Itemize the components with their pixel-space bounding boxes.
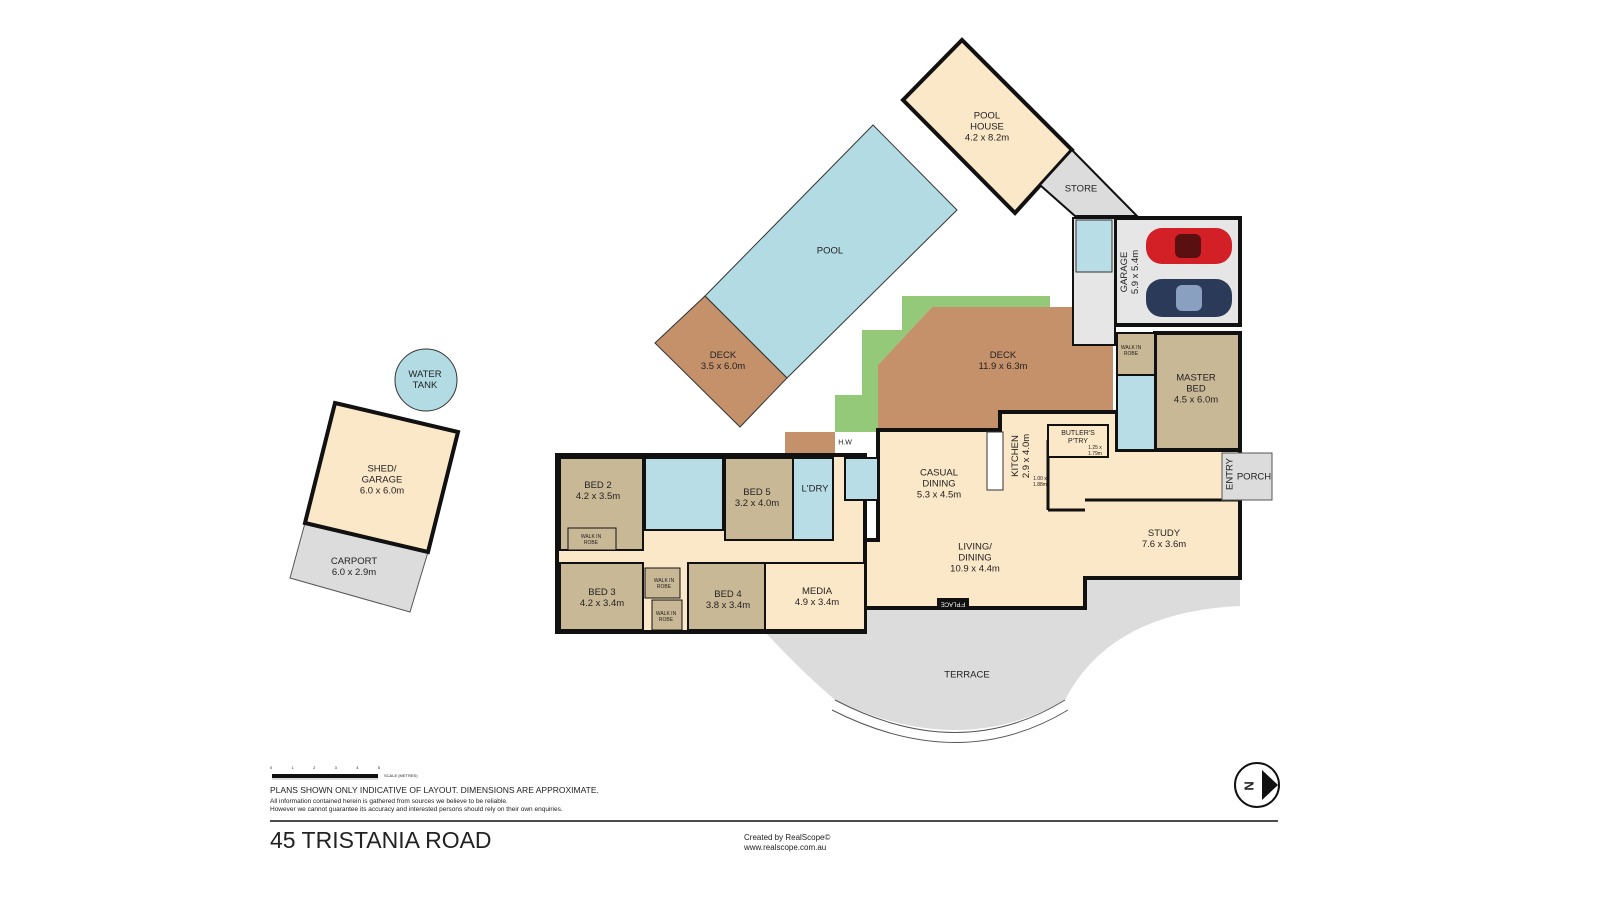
terrace-label: TERRACE [944, 669, 990, 681]
scale-tick: 4 [356, 765, 359, 770]
small-deck-shape [654, 295, 788, 428]
lawn-area [835, 296, 1050, 432]
pantry-size: 1.00 x 1.88m [1033, 476, 1047, 488]
robe-label-3: WALK IN ROBE [655, 611, 677, 623]
scale-tick: 1 [291, 765, 294, 770]
laundry-label: L'DRY [801, 483, 829, 495]
bed5-room [724, 457, 794, 541]
scale-tick: 3 [334, 765, 337, 770]
north-arrow-icon [1234, 762, 1280, 808]
media-room [764, 562, 866, 631]
property-title: 45 TRISTANIA ROAD [270, 827, 492, 853]
disclaimer-line: All information contained herein is gath… [270, 798, 508, 805]
bed4-room [687, 562, 766, 631]
red-car-icon [1146, 228, 1232, 264]
deck-step [785, 432, 835, 454]
disclaimer-line: However we cannot guarantee its accuracy… [270, 806, 563, 813]
blue-car-icon [1146, 279, 1232, 317]
butlers-pantry-room [1047, 424, 1109, 458]
fireplace-shape [937, 598, 969, 608]
kitchen-bench [986, 431, 1004, 491]
butlers-pantry-size: 1.25 x 1.79m [1088, 445, 1102, 457]
terrace-steps [831, 699, 1069, 743]
porch-label: PORCH [1236, 471, 1272, 483]
scale-tick: 2 [313, 765, 316, 770]
bathroom-room [644, 457, 724, 531]
water-tank-label: WATER TANK [408, 369, 442, 391]
pool-label: POOL [816, 245, 844, 257]
scale-ticks: 0 1 2 3 4 5 [270, 765, 380, 770]
scale-bar [272, 774, 378, 780]
pool-bathroom [1075, 219, 1113, 273]
credit-line: Created by RealScope© [744, 833, 831, 842]
scale-label: SCALE (METRES) [384, 773, 418, 778]
robe-label-1: WALK IN ROBE [580, 534, 602, 546]
laundry-room [792, 457, 834, 541]
terrace-area [765, 578, 1240, 730]
porch-area [1221, 452, 1273, 501]
fireplace-label: F'PLACE [940, 600, 966, 607]
butlers-pantry-label: BUTLER'S P'TRY [1061, 430, 1095, 445]
water-tank-shape [394, 348, 458, 412]
master-robe-room [1116, 332, 1156, 376]
master-robe-label: WALK IN ROBE [1120, 345, 1142, 357]
credit-url[interactable]: www.realscope.com.au [744, 843, 827, 852]
store-label: STORE [1064, 183, 1098, 195]
scale-tick: 0 [270, 765, 273, 770]
entry-label: ENTRY [1224, 457, 1236, 491]
bed3-room [559, 562, 644, 631]
hot-water-label: H.W [838, 439, 852, 447]
shed-room [302, 400, 461, 555]
disclaimer-heading: PLANS SHOWN ONLY INDICATIVE OF LAYOUT. D… [270, 785, 599, 795]
scale-tick: 5 [377, 765, 380, 770]
ensuite-room [1116, 374, 1156, 451]
compass-label: N [1241, 781, 1257, 791]
large-deck-shape [878, 307, 1113, 432]
robe-label-2: WALK IN ROBE [653, 578, 675, 590]
